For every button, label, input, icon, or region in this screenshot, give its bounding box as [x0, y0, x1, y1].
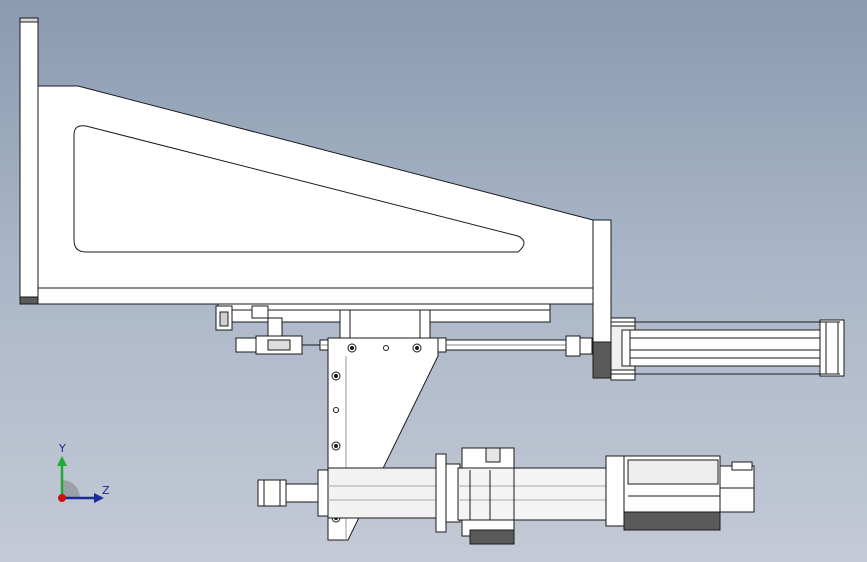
orientation-triad: Y Z [40, 440, 130, 520]
linear-rail[interactable] [217, 303, 551, 339]
gusset-cutout [73, 125, 525, 253]
triad-y-label: Y [59, 442, 66, 455]
lower-cylinder-assembly[interactable] [257, 447, 755, 545]
rod-end [257, 479, 287, 507]
cylinder-barrel [621, 329, 831, 367]
main-frame[interactable] [19, 17, 612, 379]
x-axis-icon [58, 494, 66, 502]
slide-block [339, 309, 431, 339]
left-post [19, 17, 39, 305]
pneumatic-cylinder-right[interactable] [610, 317, 845, 381]
triad-z-label: Z [102, 484, 110, 497]
triad-graphic [57, 456, 104, 503]
